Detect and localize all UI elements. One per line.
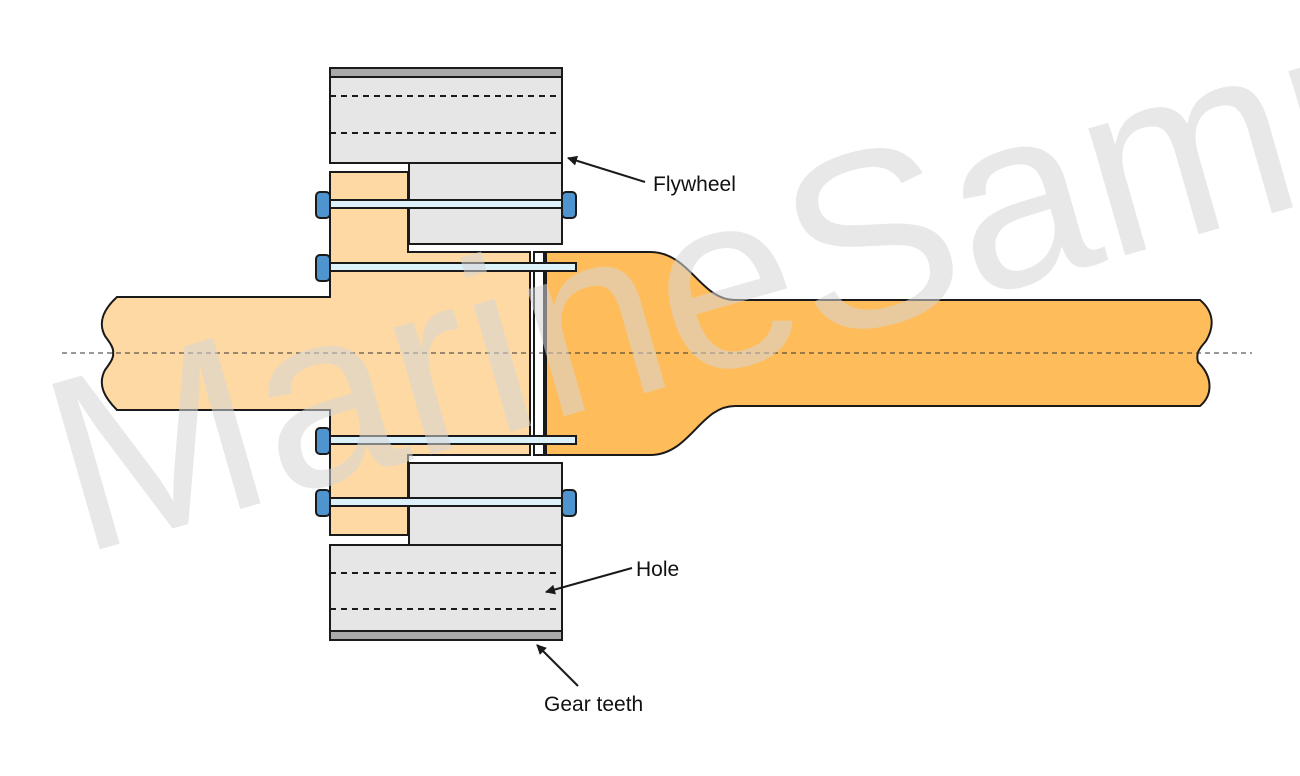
nut: [561, 489, 577, 517]
flywheel-rim-bottom: [329, 544, 563, 632]
watermark-part1: MarineSamr: [18, 0, 1300, 606]
hole-arrow: [545, 567, 633, 595]
nut: [315, 427, 331, 455]
nuts: [315, 191, 577, 517]
nut: [315, 489, 331, 517]
nut: [315, 254, 331, 282]
gear-teeth-arrow: [536, 644, 579, 687]
watermark: MarineSamraj: [18, 0, 1300, 606]
gear-teeth-bottom: [329, 630, 563, 641]
flywheel-label: Flywheel: [653, 173, 736, 196]
flywheel-rim-top: [329, 76, 563, 164]
nut: [561, 191, 577, 219]
flywheel-arrow: [567, 155, 646, 183]
gear-teeth-top: [329, 67, 563, 78]
nut: [315, 191, 331, 219]
gear-teeth-label: Gear teeth: [544, 693, 643, 716]
hole-label: Hole: [636, 558, 679, 581]
flywheel-holes: [330, 95, 562, 610]
